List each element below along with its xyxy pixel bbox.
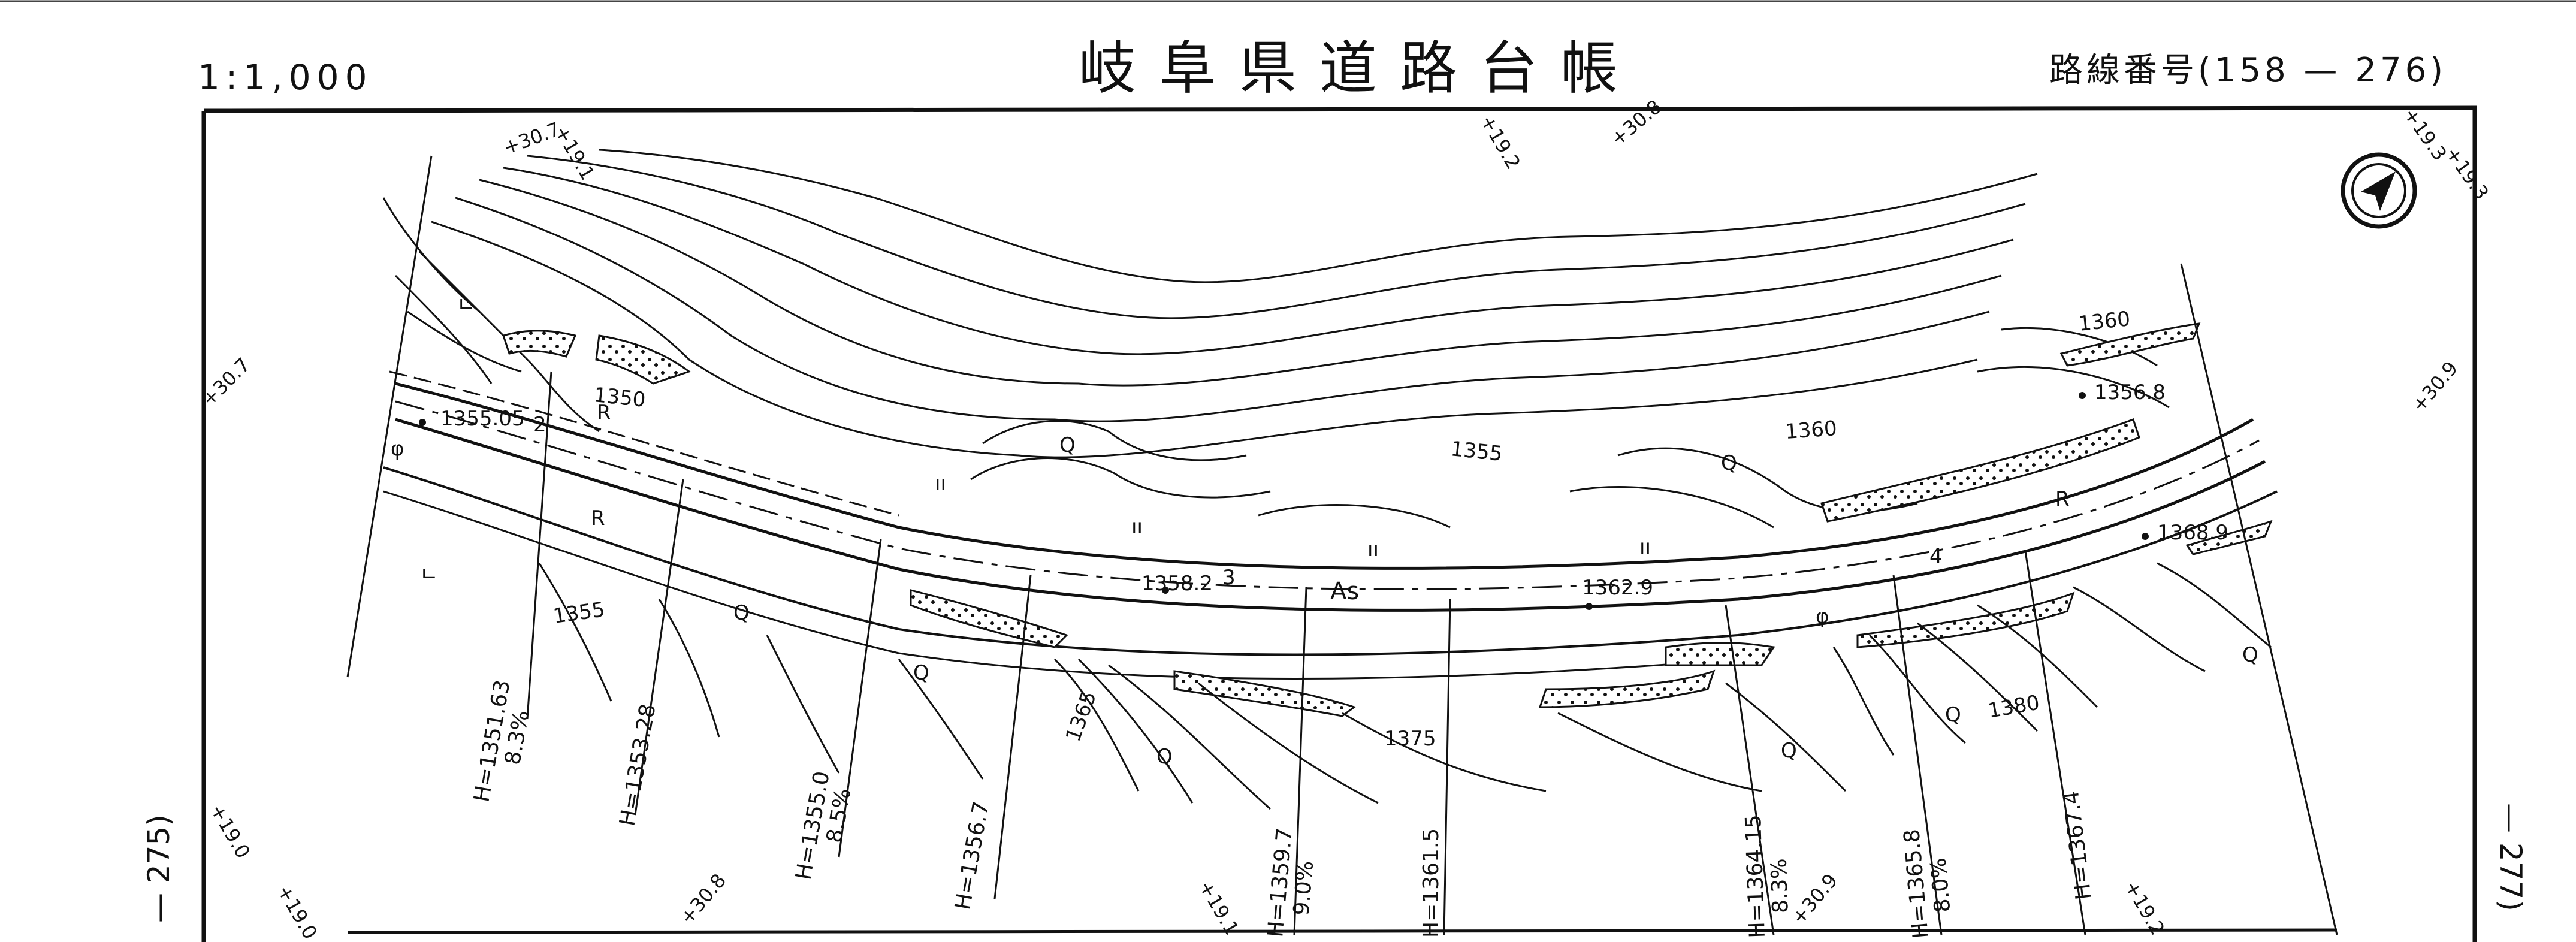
contour-label-1380: 1380 [1986,690,2042,723]
broadleaf-tree-symbol: Q [733,601,750,625]
contours-upper [382,149,2170,529]
map-frame [201,105,2477,942]
section-mark: +30.9 [2407,357,2462,417]
broadleaf-tree-symbol: Q [1721,451,1737,475]
wasteland-symbol: ㄴ [457,293,475,317]
road-labels: As 2 3 4 [533,413,1943,605]
map-symbols: R R R Q Q Q Q Q Q Q Q ıı ıı ıı ıı ㄴ ㄴ φ … [391,293,2258,769]
section-mark: +19.0 [206,800,255,862]
route-number: 路線番号(158 — 276) [2049,51,2447,90]
contour-label-1360-b: 1360 [2077,307,2131,336]
broadleaf-tree-symbol: Q [1059,433,1076,457]
spot-elevation-2: 1358.2 [1141,572,1213,596]
broadleaf-tree-symbol: Q [2242,643,2258,667]
profile-height-2: H=1353.28 [615,702,660,828]
spot-elevation-1: 1355.05 [440,407,525,431]
spot-elevations: 1355.05 1358.2 1362.9 1356.8 1368.9 [419,381,2228,610]
broadleaf-tree-symbol: Q [1156,745,1173,769]
section-mark: +19.1 [550,122,599,184]
rock-symbol: R [591,506,605,530]
contour-label-1350: 1350 [593,383,647,412]
cross-section-lines [346,155,2338,935]
contour-label-1355-b: 1355 [1449,437,1503,466]
pole-symbol: φ [391,437,404,461]
map-title: 岐阜県道路台帳 [1079,35,1641,102]
surface-label: As [1330,578,1359,605]
section-mark: +19.2 [1476,111,1525,173]
section-mark: +30.9 [1787,869,1842,929]
broadleaf-tree-symbol: Q [1945,703,1961,727]
embankment-slopes [502,322,2273,717]
map-scale: 1:1,000 [198,57,373,98]
contour-label-1355-a: 1355 [552,597,606,629]
contour-labels: 1350 1355 1355 1360 1360 1365 1375 1380 [552,307,2131,751]
section-mark: +30.8 [675,869,730,929]
spot-elevation-4: 1356.8 [2094,381,2166,404]
contours-lower [538,562,2272,810]
profile-grade-5: 9.0% [1289,860,1318,917]
pole-symbol: φ [1816,605,1829,629]
section-mark: +19.1 [1194,877,1243,939]
spot-elevation-3: 1362.9 [1582,576,1653,600]
profile-grade-8: 8.0% [1926,857,1956,914]
wasteland-symbol: ㄴ [419,563,438,587]
segment-number-2: 2 [533,413,546,437]
rock-symbol: R [2055,487,2070,511]
profile-height-6: H=1361.5 [1419,828,1443,938]
grass-symbol: ıı [1131,515,1143,539]
sheet-bottom-edge [347,928,2338,934]
spot-elevation-5: 1368.9 [2157,521,2228,545]
contour-label-1375: 1375 [1384,727,1436,751]
rock-symbol: R [597,401,611,425]
north-arrow-icon [2341,152,2417,229]
grass-symbol: ıı [935,472,946,496]
section-mark: +30.8 [1606,95,1666,150]
grass-symbol: ıı [1367,538,1379,561]
profile-grade-7: 8.3% [1766,858,1793,914]
broadleaf-tree-symbol: Q [913,661,929,685]
section-mark: +19.3 [2441,143,2493,204]
segment-number-3: 3 [1222,566,1236,590]
road-corridor [383,370,2278,680]
broadleaf-tree-symbol: Q [1781,739,1797,763]
contour-label-1365: 1365 [1061,688,1101,745]
profile-height-4: H=1356.7 [950,799,993,912]
segment-number-4: 4 [1929,545,1943,569]
profile-height-9: H=1367.4 [2059,789,2097,901]
section-mark: +19.0 [273,881,322,942]
contour-label-1360-a: 1360 [1784,416,1838,444]
grass-symbol: ıı [1639,535,1651,559]
profile-height-7: H=1364.15 [1741,814,1770,938]
